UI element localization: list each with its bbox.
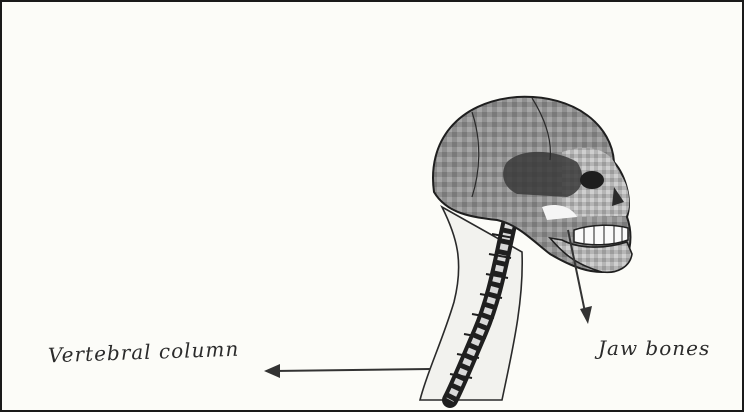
jaw-bones-label: Jaw bones <box>598 336 710 360</box>
vertebral-column-arrow <box>264 364 430 378</box>
teeth <box>574 225 628 245</box>
